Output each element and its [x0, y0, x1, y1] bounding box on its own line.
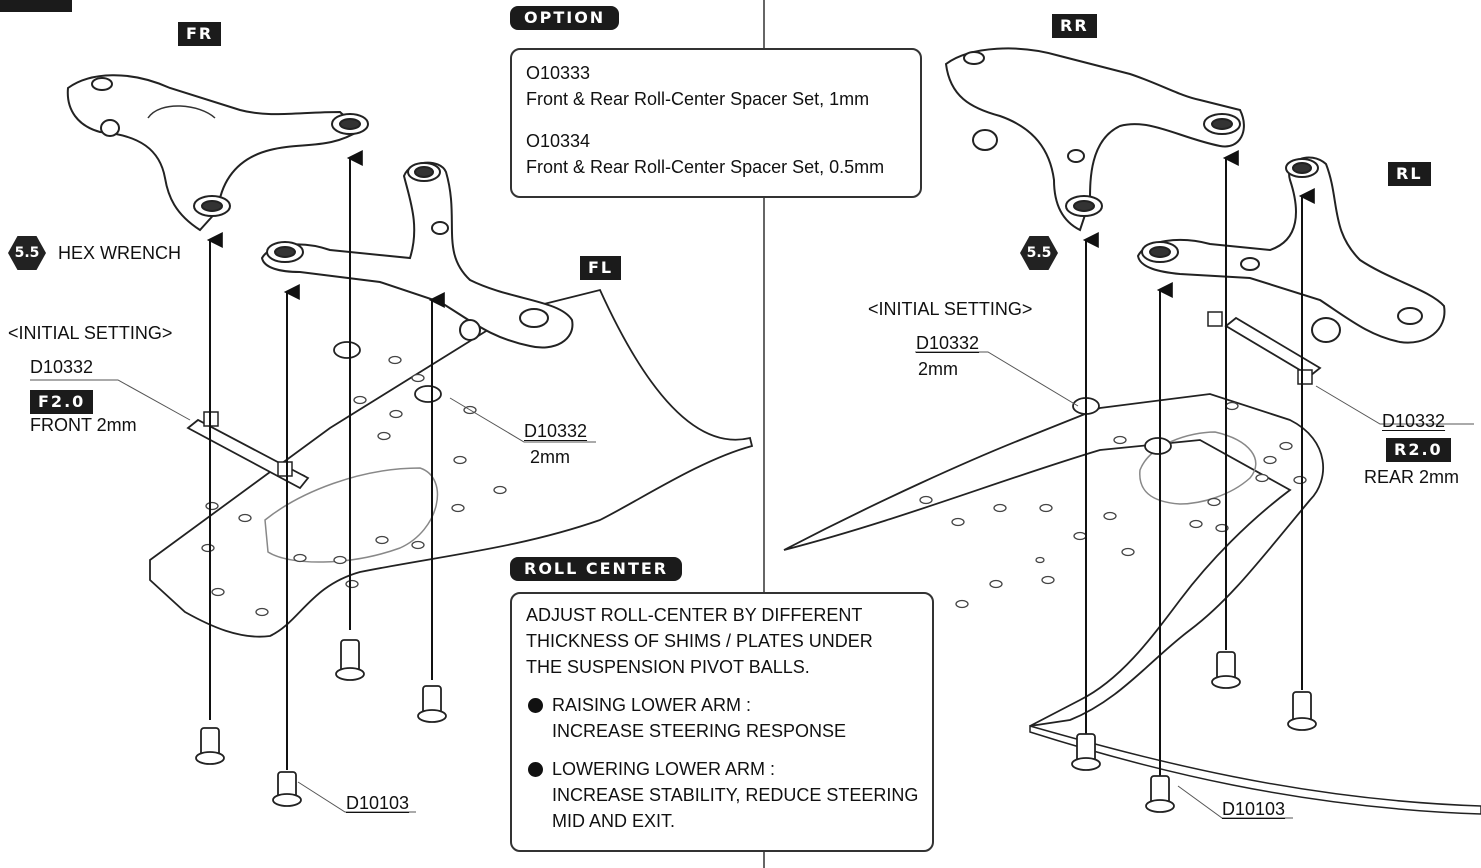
tag-roll-center: ROLL CENTER: [510, 557, 683, 581]
front-plate-part-number: D10332: [30, 357, 94, 377]
fr-arm: [66, 74, 362, 232]
rear-chassis-plate: [783, 393, 1324, 727]
fl-pivot-balls: [266, 162, 549, 341]
option-desc-2: Front & Rear Roll-Center Spacer Set, 0.5…: [526, 157, 885, 177]
rear-screw-part-number: D10103: [1222, 799, 1286, 819]
rl-pivot-balls: [1141, 158, 1423, 343]
option-part-2: O10334: [526, 131, 591, 151]
front-leader-lines: [30, 379, 596, 813]
tag-r20: R2.0: [1386, 438, 1451, 462]
front-chassis-plate: [149, 288, 754, 638]
rear-plate-part-number: D10332: [1382, 411, 1446, 431]
rear-spacer-ring-2: [1144, 437, 1172, 455]
rear-spacer-part-number: D10332: [916, 333, 980, 353]
roll-center-line-1: ADJUST ROLL-CENTER BY DIFFERENT: [526, 605, 863, 625]
front-screws: [195, 639, 447, 807]
roll-center-line-3: THE SUSPENSION PIVOT BALLS.: [526, 657, 810, 677]
rear-leader-lines: [915, 351, 1474, 819]
front-assembly-arrows: [206, 150, 445, 770]
front-spacer-part-number: D10332: [524, 421, 588, 441]
tag-rr: RR: [1052, 14, 1097, 38]
hex-wrench-label: HEX WRENCH: [58, 243, 182, 263]
front-spacer-plate: [186, 418, 310, 490]
rear-assembly-arrows: [1082, 150, 1315, 780]
front-plate-slot: [264, 467, 439, 563]
option-desc-1: Front & Rear Roll-Center Spacer Set, 1mm: [526, 89, 870, 109]
tag-option: OPTION: [510, 6, 620, 30]
front-spacer-ring-2: [414, 385, 442, 403]
roll-center-line-2: THICKNESS OF SHIMS / PLATES UNDER: [526, 631, 873, 651]
tag-fl: FL: [580, 256, 622, 280]
front-plate-thickness: FRONT 2mm: [30, 415, 137, 435]
front-screw-part-number: D10103: [346, 793, 410, 813]
tag-f20: F2.0: [30, 390, 94, 414]
fr-pivot-balls: [91, 77, 369, 217]
tag-rl: RL: [1388, 162, 1431, 186]
initial-setting-rear: <INITIAL SETTING>: [868, 299, 1033, 319]
rl-arm: [1136, 156, 1446, 344]
option-box: O10333 Front & Rear Roll-Center Spacer S…: [510, 48, 922, 198]
rear-spacer-thickness: 2mm: [918, 359, 958, 379]
roll-center-box: ADJUST ROLL-CENTER BY DIFFERENT THICKNES…: [510, 592, 934, 852]
bullet-raising-text: INCREASE STEERING RESPONSE: [552, 721, 847, 741]
rear-spacer-plate: [1224, 316, 1322, 378]
rear-plate-thickness: REAR 2mm: [1364, 467, 1460, 487]
bullet-lowering-title: LOWERING LOWER ARM :: [526, 756, 918, 782]
bullet-lowering-line-1: INCREASE STABILITY, REDUCE STEERING: [552, 785, 919, 805]
initial-setting-front: <INITIAL SETTING>: [8, 323, 173, 343]
rr-pivot-balls: [963, 51, 1241, 217]
option-part-1: O10333: [526, 63, 591, 83]
hex-wrench-icon-rear: 5.5: [1020, 236, 1058, 270]
tag-fr: FR: [178, 22, 222, 46]
rear-screws: [1071, 651, 1317, 813]
front-spacer-ring-1: [333, 341, 361, 359]
rear-plate-holes: [919, 401, 1307, 609]
front-spacer-thickness: 2mm: [530, 447, 570, 467]
corner-mark: [0, 0, 72, 12]
fl-arm: [260, 161, 574, 349]
bullet-lowering-line-2: MID AND EXIT.: [552, 811, 676, 831]
bullet-raising-title: RAISING LOWER ARM :: [526, 692, 918, 718]
rr-arm: [944, 47, 1245, 232]
